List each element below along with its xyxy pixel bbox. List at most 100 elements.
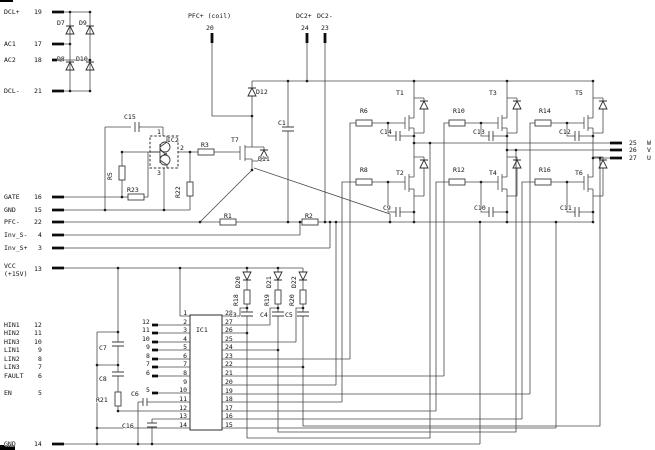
ic1-p2: 2 — [183, 318, 187, 326]
resistor-r20 — [299, 289, 307, 305]
ic1-p1: 1 — [183, 309, 187, 317]
ic2-pin3: 3 — [157, 169, 161, 177]
ref-c8: C8 — [99, 375, 107, 383]
pin-lin3-num: 7 — [38, 363, 42, 371]
diode-t6-freewheel — [598, 158, 608, 169]
ref-c3: C3 — [229, 311, 237, 319]
ic2-pin2: 2 — [180, 144, 184, 152]
ref-r20: R20 — [288, 294, 296, 306]
ref-r10: R10 — [453, 107, 465, 115]
pin-hin3-name: HIN3 — [4, 338, 20, 346]
pin-vcc-name: VCC — [4, 262, 16, 270]
capacitor-plates — [112, 122, 580, 428]
left-pin-row-wires — [52, 221, 593, 445]
logic-filter-wires — [96, 268, 119, 444]
pin-stubs — [52, 10, 622, 446]
pin-v-name: V — [647, 146, 651, 154]
ref-t5: T5 — [575, 89, 583, 97]
pin-ac2-num: 18 — [34, 56, 42, 64]
ref-c11: C11 — [560, 204, 572, 212]
ref-r1: R1 — [224, 212, 232, 220]
ic1-p3: 3 — [183, 326, 187, 334]
ref-r23: R23 — [127, 186, 139, 194]
pin-en-name: EN — [4, 389, 12, 397]
transistor-t4-circuit — [465, 150, 518, 222]
pin-gnd14-name: GND — [4, 440, 16, 448]
ref-t2: T2 — [396, 169, 404, 177]
ic2-driver — [149, 135, 179, 169]
pfc-driver-wires — [52, 116, 391, 223]
resistors — [114, 119, 552, 407]
ic1-p20: 20 — [225, 378, 233, 386]
ref-d22: D22 — [290, 276, 298, 288]
resistor-r21 — [114, 391, 122, 407]
ic1-p28: 28 — [225, 309, 233, 317]
pin-dc2minus-num: 23 — [321, 24, 329, 32]
scan-artifact-top-left — [0, 0, 13, 2]
pin-lin2-num: 8 — [38, 355, 42, 363]
ref-r6: R6 — [360, 107, 368, 115]
pin-hin2-name: HIN2 — [4, 329, 20, 337]
pin-w-num: 25 — [629, 139, 637, 147]
ref-c9: C9 — [383, 204, 391, 212]
ic1-p19: 19 — [225, 387, 233, 395]
ref-r18: R18 — [232, 294, 240, 306]
ref-r2: R2 — [305, 212, 313, 220]
pin-vcc-volt: (+15V) — [4, 270, 27, 278]
pin-invsplus-num: 3 — [38, 244, 42, 252]
ref-c1: C1 — [278, 119, 286, 127]
pin-v-num: 26 — [629, 146, 637, 154]
pin-invsminus-num: 4 — [38, 231, 42, 239]
pin-u-num: 27 — [629, 154, 637, 162]
ref-r21: R21 — [96, 396, 108, 404]
wire-num-9: 9 — [146, 343, 150, 351]
resistor-r1 — [219, 218, 237, 226]
ref-c5: C5 — [285, 311, 293, 319]
resistor-r10 — [448, 119, 466, 127]
pin-dc2plus-num: 24 — [301, 24, 309, 32]
ic1-p13: 13 — [179, 412, 187, 420]
pin-u-name: U — [647, 154, 651, 162]
ref-t6: T6 — [575, 169, 583, 177]
ref-c10: C10 — [474, 204, 486, 212]
pin-ac1-num: 17 — [34, 40, 42, 48]
pin-fault-num: 6 — [38, 372, 42, 380]
ic1-p5: 5 — [183, 343, 187, 351]
resistor-r2 — [301, 218, 319, 226]
diode-t5-freewheel — [598, 99, 608, 110]
diode-d11 — [259, 148, 269, 159]
ref-d12: D12 — [256, 88, 268, 96]
pin-hin2-num: 11 — [34, 329, 42, 337]
ic1-p24: 24 — [225, 343, 233, 351]
ref-r3: R3 — [201, 141, 209, 149]
diode-d22 — [298, 271, 308, 282]
ic1-p26: 26 — [225, 326, 233, 334]
diode-t3-freewheel — [512, 99, 522, 110]
ref-r8: R8 — [360, 166, 368, 174]
pfc-top-wires — [211, 33, 593, 222]
ic1-p21: 21 — [225, 369, 233, 377]
diode-d9 — [85, 24, 95, 35]
pin-dclplus-name: DCL+ — [4, 8, 20, 16]
ic1-p15: 15 — [225, 421, 233, 429]
pin-dc2plus-name: DC2+ — [296, 12, 312, 20]
wire-num-6: 6 — [146, 369, 150, 377]
pin-lin3-name: LIN3 — [4, 363, 20, 371]
ref-d10: D10 — [76, 55, 88, 63]
resistor-r12 — [448, 178, 466, 186]
pin-lin1-name: LIN1 — [4, 346, 20, 354]
resistor-r16 — [534, 178, 552, 186]
ic1-body — [189, 314, 223, 431]
ref-c16: C16 — [122, 422, 134, 430]
ic1-left-wires — [97, 315, 190, 444]
pin-en-num: 5 — [38, 389, 42, 397]
diode-t4-freewheel — [512, 158, 522, 169]
ref-r14: R14 — [539, 107, 551, 115]
pin-hin3-num: 10 — [34, 338, 42, 346]
wire-num-11: 11 — [142, 326, 150, 334]
ic1-p27: 27 — [225, 318, 233, 326]
pin-ac1-name: AC1 — [4, 40, 16, 48]
ic1-p8: 8 — [183, 369, 187, 377]
pin-dclminus-num: 21 — [34, 87, 42, 95]
